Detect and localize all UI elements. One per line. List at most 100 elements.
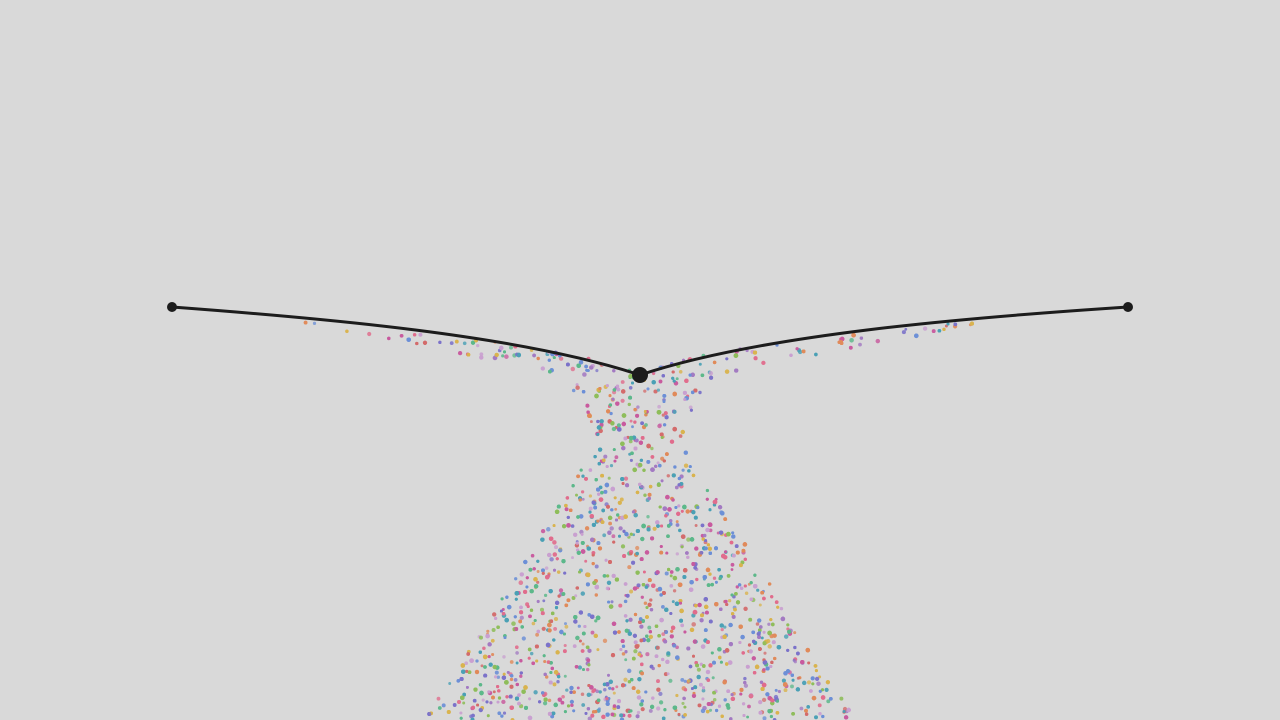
- left-anchor-point[interactable]: [167, 302, 177, 312]
- particle: [701, 686, 706, 690]
- particle: [691, 693, 697, 698]
- particle: [456, 699, 462, 705]
- particle: [573, 614, 578, 620]
- particle: [677, 582, 683, 588]
- particle: [708, 663, 713, 668]
- particle: [621, 652, 626, 656]
- particle: [806, 680, 812, 685]
- particle: [657, 586, 663, 592]
- particle: [806, 705, 810, 709]
- particle: [708, 528, 713, 533]
- particle: [464, 661, 469, 666]
- particle: [752, 583, 758, 589]
- particle: [478, 707, 483, 713]
- particle: [580, 490, 585, 494]
- particle: [639, 624, 644, 629]
- particle: [551, 711, 556, 716]
- particle: [605, 697, 609, 701]
- particle: [605, 682, 610, 687]
- particle: [552, 356, 556, 360]
- particle: [623, 514, 628, 519]
- particle: [640, 662, 644, 667]
- particle: [668, 518, 673, 523]
- particle: [536, 356, 540, 361]
- particle: [555, 557, 559, 561]
- center-weight-point[interactable]: [632, 367, 648, 383]
- particle: [549, 619, 554, 623]
- particle: [700, 644, 706, 649]
- particle: [611, 687, 615, 691]
- particle: [515, 651, 519, 655]
- particle: [571, 596, 576, 600]
- particle: [540, 528, 546, 534]
- particle: [580, 532, 584, 536]
- particle: [664, 607, 669, 612]
- particle: [620, 380, 625, 384]
- particle: [708, 619, 713, 624]
- particle: [438, 340, 442, 344]
- particle: [790, 684, 794, 689]
- particle: [728, 642, 733, 647]
- particle: [609, 464, 614, 468]
- particle: [542, 599, 546, 603]
- particle: [492, 690, 496, 694]
- particle: [622, 554, 627, 558]
- particle: [470, 717, 475, 720]
- particle: [712, 690, 716, 695]
- particle: [693, 388, 698, 393]
- particle: [706, 701, 711, 707]
- particle: [536, 580, 540, 584]
- particle: [782, 682, 788, 687]
- particle: [748, 617, 753, 622]
- particle: [734, 592, 738, 596]
- particle: [741, 548, 746, 553]
- particle: [669, 584, 674, 588]
- particle: [632, 633, 637, 638]
- particle: [627, 402, 631, 407]
- particle: [503, 350, 506, 354]
- particle: [545, 575, 550, 580]
- particle: [741, 702, 746, 706]
- particle: [635, 490, 640, 495]
- particle: [771, 640, 776, 645]
- right-anchor-point[interactable]: [1123, 302, 1133, 312]
- particle: [545, 642, 551, 648]
- particle: [664, 415, 669, 420]
- particle: [501, 354, 505, 358]
- particle: [625, 483, 630, 488]
- particle: [675, 552, 679, 556]
- particle: [488, 662, 493, 667]
- particle: [749, 581, 753, 585]
- particle: [592, 580, 597, 586]
- particle: [345, 329, 349, 334]
- particle: [679, 618, 684, 623]
- particle: [658, 700, 664, 705]
- particle: [476, 703, 480, 707]
- particle: [628, 435, 634, 441]
- particle: [683, 450, 688, 455]
- particle: [538, 700, 542, 704]
- particle: [633, 407, 637, 412]
- particle: [616, 387, 621, 392]
- particle: [577, 624, 581, 628]
- particle: [828, 696, 833, 701]
- particle: [427, 711, 432, 717]
- particle: [600, 473, 604, 478]
- particle: [608, 403, 613, 407]
- particle: [543, 593, 548, 598]
- particle: [516, 352, 522, 358]
- particle: [705, 497, 709, 501]
- particle: [607, 600, 611, 604]
- particle: [591, 710, 596, 714]
- particle: [519, 572, 524, 577]
- particle: [441, 703, 446, 708]
- particle: [655, 520, 660, 525]
- particle: [527, 656, 531, 660]
- particle: [481, 698, 485, 702]
- particle: [536, 599, 540, 604]
- particle: [776, 644, 782, 650]
- particle: [532, 353, 536, 358]
- particle: [570, 366, 576, 372]
- particle: [546, 527, 551, 532]
- particle: [572, 709, 576, 713]
